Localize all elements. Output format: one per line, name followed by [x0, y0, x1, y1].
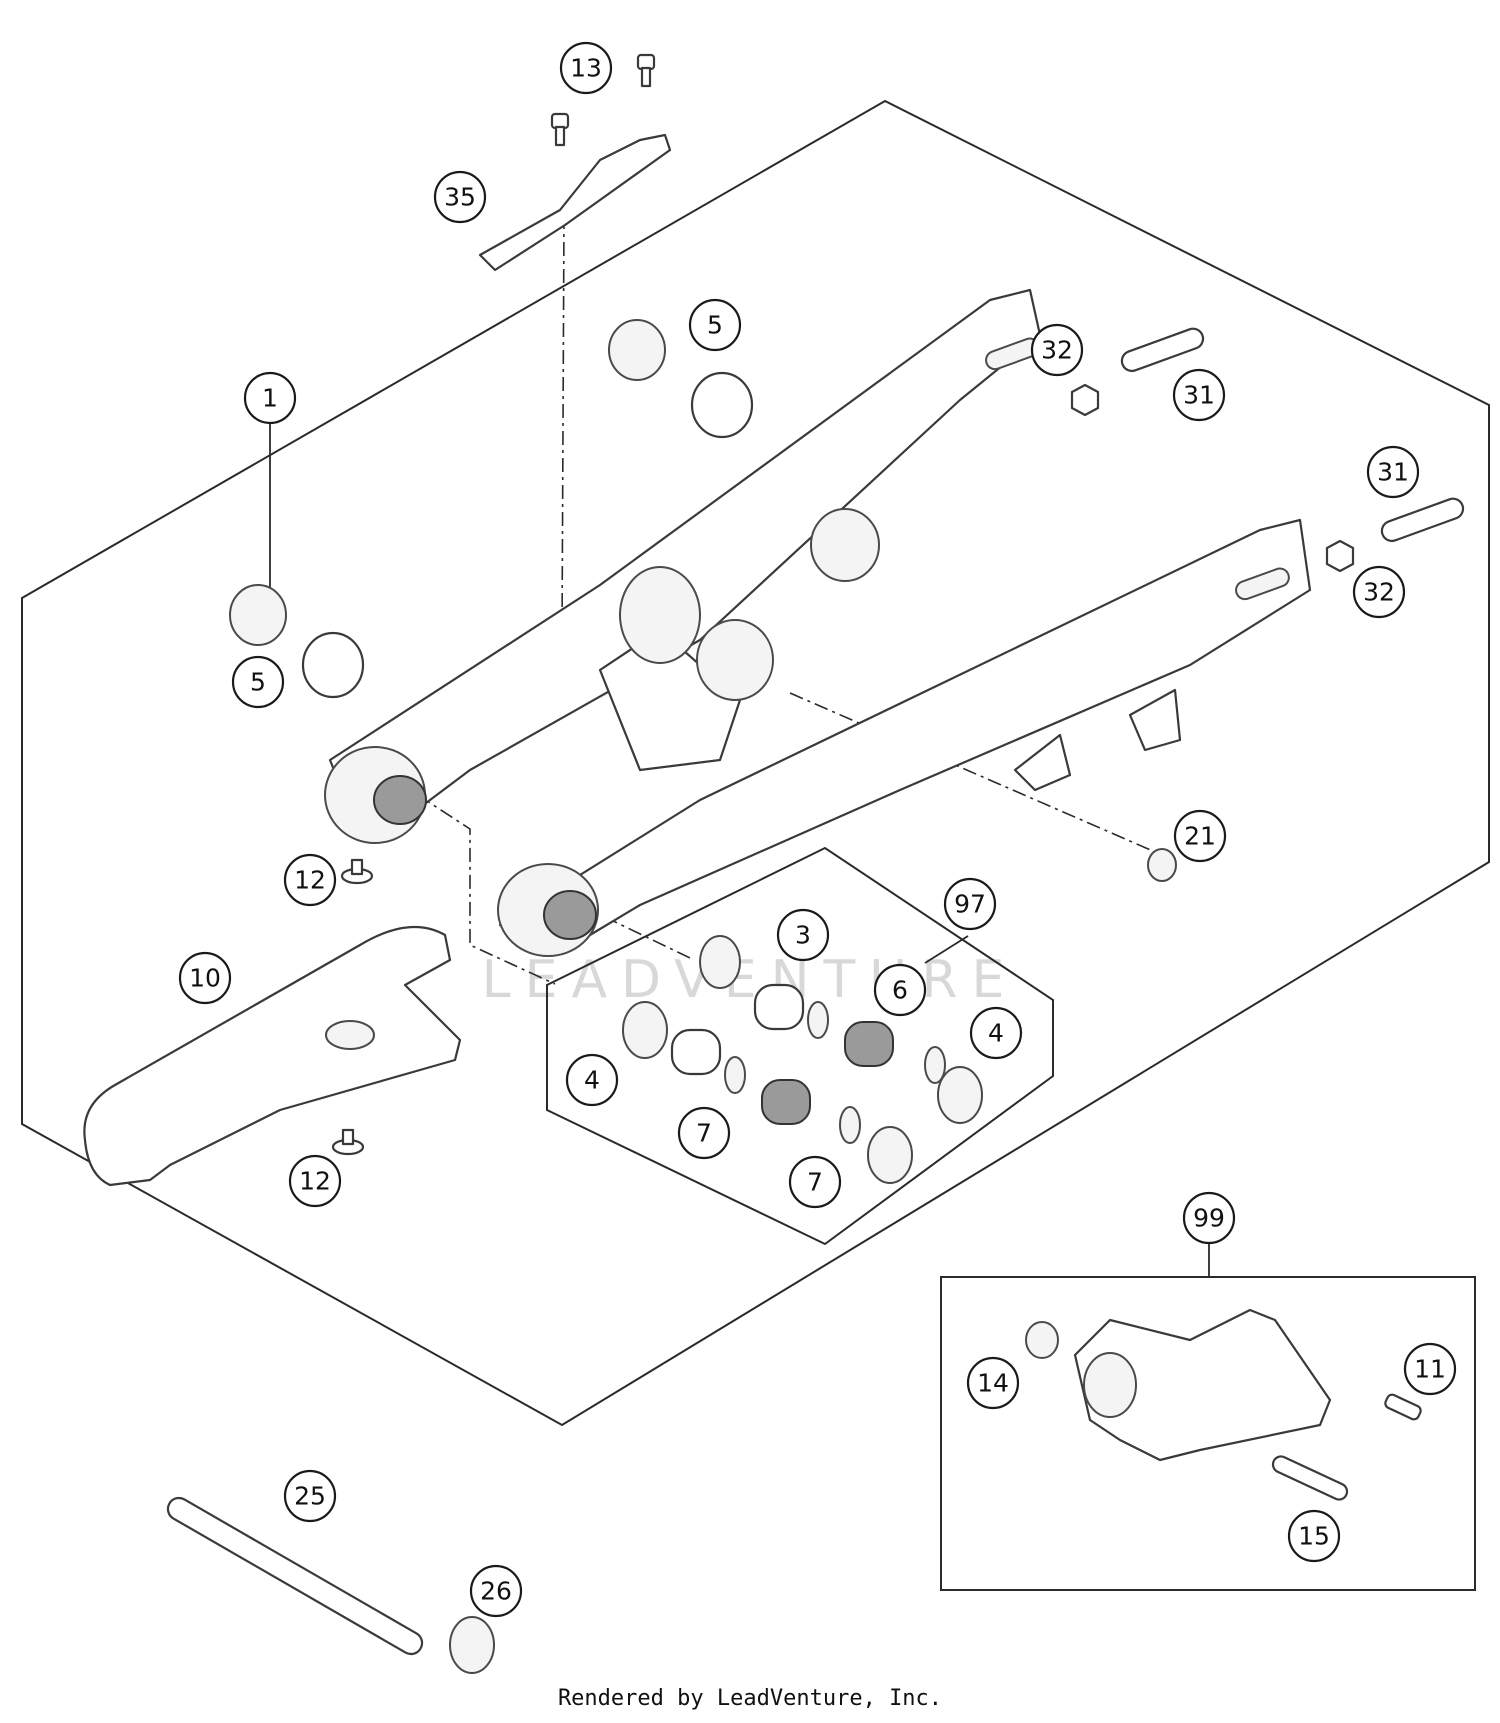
callout-1: 1 — [243, 371, 297, 425]
callout-label: 35 — [444, 183, 476, 212]
callout-35: 35 — [433, 170, 487, 224]
screw-12a — [340, 858, 374, 885]
callout-label: 15 — [1298, 1522, 1330, 1551]
callout-label: 7 — [807, 1168, 823, 1197]
spacer-14 — [1025, 1321, 1059, 1359]
nut-21 — [1147, 848, 1177, 882]
callout-label: 5 — [250, 668, 266, 697]
swingarm-assembly-frame — [21, 99, 1490, 1427]
nut-32a — [1070, 383, 1100, 417]
swingarm-pivot-axle — [166, 1496, 424, 1656]
pin-31a — [1120, 327, 1205, 373]
callout-7: 7 — [788, 1155, 842, 1209]
callout-12: 12 — [288, 1154, 342, 1208]
screw-11 — [1384, 1393, 1422, 1421]
footer-credit: Rendered by LeadVenture, Inc. — [557, 1686, 943, 1711]
callout-32: 32 — [1030, 323, 1084, 377]
callout-10: 10 — [178, 951, 232, 1005]
plug-5a-cap — [690, 371, 754, 439]
callout-21: 21 — [1173, 809, 1227, 863]
callout-label: 13 — [570, 54, 602, 83]
callout-label: 14 — [977, 1369, 1009, 1398]
bearing-kit-frame — [546, 846, 1054, 1246]
callout-label: 12 — [299, 1167, 331, 1196]
callout-25: 25 — [283, 1469, 337, 1523]
swingarm — [324, 288, 1312, 957]
callout-3: 3 — [776, 908, 830, 962]
callout-label: 32 — [1363, 578, 1395, 607]
callout-label: 31 — [1183, 381, 1215, 410]
screw-12b — [331, 1128, 365, 1156]
callout-label: 4 — [988, 1019, 1004, 1048]
chain-guide-kit-frame — [940, 1276, 1476, 1591]
callout-label: 4 — [584, 1066, 600, 1095]
chain-sliding-guard — [83, 925, 462, 1187]
callout-label: 10 — [189, 964, 221, 993]
callout-label: 5 — [707, 311, 723, 340]
callout-4: 4 — [969, 1006, 1023, 1060]
callout-6: 6 — [873, 963, 927, 1017]
callout-13: 13 — [559, 41, 613, 95]
callout-99: 99 — [1182, 1191, 1236, 1245]
nut-26 — [449, 1616, 495, 1674]
callout-15: 15 — [1287, 1509, 1341, 1563]
callout-7: 7 — [677, 1106, 731, 1160]
pin-31b — [1380, 497, 1465, 543]
callout-label: 32 — [1041, 336, 1073, 365]
callout-11: 11 — [1403, 1342, 1457, 1396]
callout-label: 7 — [696, 1119, 712, 1148]
callout-label: 11 — [1414, 1355, 1446, 1384]
callout-label: 25 — [294, 1482, 326, 1511]
callout-31: 31 — [1172, 368, 1226, 422]
plug-5b-ring — [229, 584, 287, 646]
callout-label: 26 — [480, 1577, 512, 1606]
screw-15 — [1271, 1455, 1349, 1501]
callout-32: 32 — [1352, 565, 1406, 619]
callout-26: 26 — [469, 1564, 523, 1618]
callout-label: 97 — [954, 890, 986, 919]
callout-label: 3 — [795, 921, 811, 950]
callout-label: 99 — [1193, 1204, 1225, 1233]
callout-label: 31 — [1377, 458, 1409, 487]
screw-13a — [636, 53, 656, 88]
callout-97: 97 — [943, 877, 997, 931]
callout-label: 12 — [294, 866, 326, 895]
plug-5b-cap — [301, 631, 365, 699]
chain-guide — [1073, 1308, 1332, 1462]
callout-5: 5 — [231, 655, 285, 709]
callout-12: 12 — [283, 853, 337, 907]
callout-14: 14 — [966, 1356, 1020, 1410]
screw-13b — [550, 112, 570, 147]
callout-4: 4 — [565, 1053, 619, 1107]
nut-32b — [1325, 539, 1355, 573]
plug-5a-ring — [608, 319, 666, 381]
callout-5: 5 — [688, 298, 742, 352]
callout-label: 6 — [892, 976, 908, 1005]
brake-line-holder — [478, 133, 672, 272]
callout-label: 21 — [1184, 822, 1216, 851]
bearing-kit-parts — [622, 935, 983, 1184]
callout-label: 1 — [262, 384, 278, 413]
callout-31: 31 — [1366, 445, 1420, 499]
